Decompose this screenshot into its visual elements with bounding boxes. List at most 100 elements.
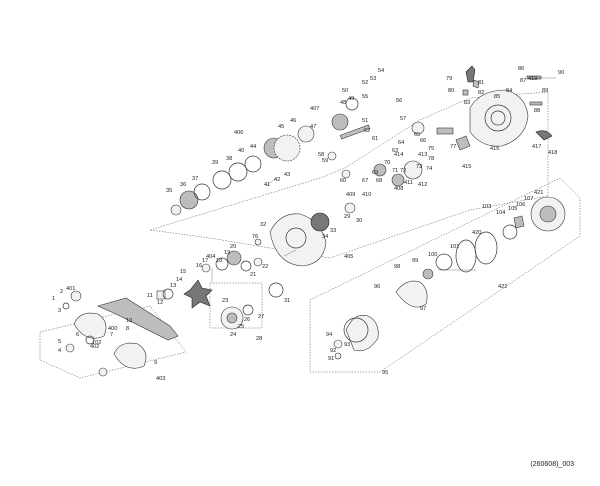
part-label-72: 72 [400,168,406,174]
part-label-53: 53 [370,76,376,82]
part-label-408: 408 [394,186,403,192]
part-label-49: 49 [348,96,354,102]
spool-parts [333,196,566,360]
part-label-85: 85 [494,94,500,100]
part-label-20: 20 [230,244,236,250]
part-88 [529,101,543,106]
part-label-76: 76 [252,234,258,240]
part-label-44: 44 [250,144,256,150]
part-label-36: 36 [180,182,186,188]
part-label-83: 83 [464,100,470,106]
part-65 [411,121,425,135]
part-6 [85,335,95,345]
part-label-74: 74 [426,166,432,172]
part-22 [253,257,263,267]
part-4b [98,367,108,377]
part-76 [254,238,262,246]
part-label-82: 82 [478,90,484,96]
part-label-89: 89 [542,88,548,94]
part-label-104: 104 [496,210,505,216]
part-label-28: 28 [256,336,262,342]
part-label-13: 13 [170,283,176,289]
part-79 [465,65,476,83]
part-60 [341,169,351,179]
part-100 [435,253,453,271]
part-81 [472,79,480,89]
part-3 [62,302,70,310]
part-label-25: 25 [238,324,244,330]
part-label-4: 4 [58,348,61,354]
part-label-5: 5 [58,339,61,345]
part-label-37: 37 [192,176,198,182]
part-label-62: 62 [364,128,370,134]
part-label-14: 14 [176,277,182,283]
part-label-407: 407 [310,106,319,112]
part-label-61: 61 [372,136,378,142]
part-label-9: 9 [154,360,157,366]
part-421-knob [539,205,557,223]
part-label-416: 416 [490,146,499,152]
part-label-419: 419 [528,76,537,82]
part-label-81: 81 [478,80,484,86]
part-83-inner [490,110,506,126]
part-104 [513,215,525,229]
part-80 [462,89,469,96]
part-95-flange [343,317,369,343]
bottom-spool-assembly-outline [309,177,581,373]
part-label-401: 401 [66,286,75,292]
part-label-75: 75 [428,146,434,152]
part-label-12: 12 [157,300,163,306]
drag-assembly [220,304,254,330]
part-label-55: 55 [362,94,368,100]
part-label-27: 27 [258,314,264,320]
part-label-32: 32 [260,222,266,228]
part-label-34: 34 [322,234,328,240]
part-95-spool [345,315,379,352]
part-label-67: 67 [362,178,368,184]
part-label-99: 99 [412,258,418,264]
part-label-50: 50 [342,88,348,94]
gear-stack [170,97,387,216]
part-label-64: 64 [398,140,404,146]
part-label-101: 101 [450,244,459,250]
part-label-400: 400 [108,326,117,332]
diagram-code: (260608)_003 [530,461,574,468]
part-label-51: 51 [362,118,368,124]
part-label-107: 107 [524,196,533,202]
part-label-45: 45 [278,124,284,130]
part-label-26: 26 [244,317,250,323]
part-label-102: 102 [92,340,101,346]
part-label-22: 22 [262,264,268,270]
part-label-94: 94 [326,332,332,338]
part-12 [162,288,174,300]
part-99 [422,268,434,280]
part-20 [226,250,242,266]
part-label-418: 418 [548,150,557,156]
part-103 [502,224,518,240]
part-label-409: 409 [346,192,355,198]
part-83-bore [484,104,512,132]
part-label-47: 47 [310,124,316,130]
part-label-73: 73 [416,164,422,170]
part-label-412: 412 [418,182,427,188]
part-label-54: 54 [378,68,384,74]
part-label-406: 406 [234,130,243,136]
part-75 [436,127,454,135]
part-37 [193,183,211,201]
part-label-35: 35 [166,188,172,194]
part-label-87: 87 [520,78,526,84]
part-label-30: 30 [356,218,362,224]
part-label-31: 31 [284,298,290,304]
part-label-3: 3 [58,308,61,314]
part-label-78: 78 [428,156,434,162]
center-frame [269,212,330,267]
part-label-8: 8 [126,326,129,332]
part-label-23: 23 [222,298,228,304]
part-label-410: 410 [362,192,371,198]
part-label-414: 414 [394,152,403,158]
part-11 [156,290,166,300]
part-406-gear [273,134,301,162]
part-405-body [269,213,327,267]
